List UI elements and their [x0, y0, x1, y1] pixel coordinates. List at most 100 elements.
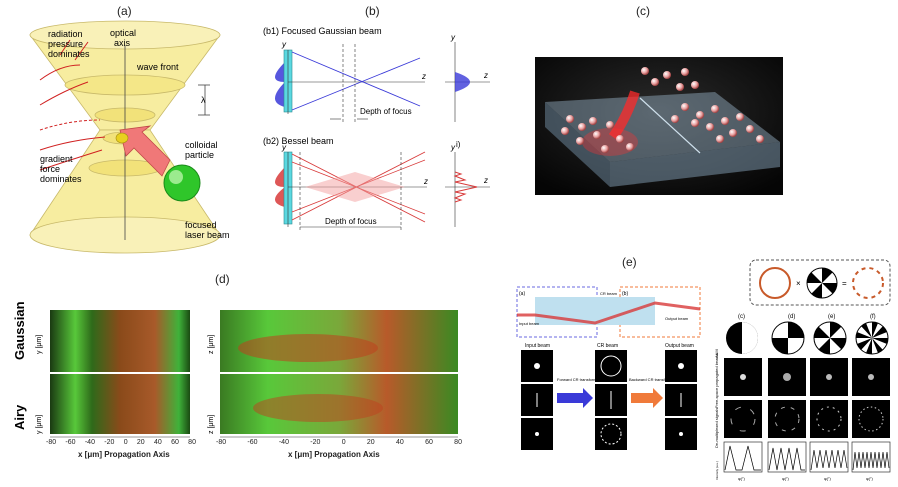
col-c: (c)	[738, 314, 745, 320]
row-label-airy: Airy	[12, 404, 27, 430]
radiation-arrow-3	[39, 119, 101, 131]
label-colloidal: colloidal	[185, 140, 218, 150]
d-x-tick: -80	[216, 439, 227, 446]
d-x-tick: 80	[188, 439, 196, 446]
cr-beam-label: CR beam	[597, 343, 618, 349]
label-wave-front: wave front	[136, 62, 179, 72]
ring-beam-icon	[759, 267, 791, 299]
forward-label: Forward CR transform	[557, 377, 597, 382]
d-yaxis-label-2: y [μm]	[36, 415, 43, 434]
output-beam-label: Output beam	[665, 343, 694, 349]
backward-label: Backward CR transform	[629, 377, 672, 382]
d-x-tick: 80	[454, 439, 462, 446]
bessel-overlap-region	[305, 172, 405, 202]
b2-profile-oscillation	[453, 171, 478, 203]
label-optical: optical	[110, 28, 136, 38]
gaussian-ray-2	[291, 57, 421, 111]
label-force: force	[40, 164, 60, 174]
b1-profile-z-label: z	[483, 71, 488, 80]
d-yaxis-label-1: y [μm]	[36, 335, 43, 354]
microfluidic-chip-front	[610, 142, 780, 187]
result-ring-icon	[852, 267, 884, 299]
panel-d-tag: (d)	[215, 272, 230, 286]
d-x-tick: 0	[341, 439, 346, 446]
demux-d	[768, 400, 806, 438]
row-demux: De-multiplexed signals	[714, 408, 719, 448]
d-x-tick: 20	[136, 439, 145, 446]
microfluidic-chip-top	[545, 92, 780, 162]
forward-arrow	[557, 388, 593, 408]
label-lambda: λ	[201, 95, 206, 105]
radiation-arrow-4	[59, 39, 71, 56]
panel-e-cr-transform: (a) (b) Input beam CR beam Output beam I…	[516, 286, 701, 450]
panel-c-tag: (c)	[636, 4, 650, 18]
d-x-tick: -80	[46, 439, 57, 446]
b1-profile-peak	[455, 72, 470, 92]
label-pressure: pressure	[48, 39, 83, 49]
row-free: Free-space propagated beams	[714, 353, 719, 408]
panel-c-render-image	[535, 57, 783, 195]
svg-text:×: ×	[796, 279, 801, 288]
panel-d-microscopy: Gaussian Airy y [μm] y [μm] z [μm] z [μm…	[8, 290, 468, 470]
demux-c	[724, 400, 762, 438]
demux-e	[810, 400, 848, 438]
gaussian-ray-1	[291, 51, 421, 107]
colloidal-particle-sphere	[163, 164, 201, 202]
b1-z-axis-label: z	[421, 72, 426, 81]
col-e: (e)	[828, 314, 835, 320]
label-axis: axis	[114, 38, 131, 48]
col-d: (d)	[788, 314, 795, 320]
aam-mask-icon	[806, 267, 838, 299]
label-gradient: gradient	[40, 154, 73, 164]
d-x-tick: 40	[395, 439, 404, 446]
panel-a-tag: (a)	[117, 4, 132, 18]
cr-beam-image-3	[595, 418, 627, 450]
cr-beam-label-top: CR beam	[600, 291, 618, 296]
panel-b-tag: (b)	[365, 4, 380, 18]
d-x-tick: -20	[104, 439, 115, 446]
b1-title: (b1) Focused Gaussian beam	[263, 26, 382, 36]
panel-a-optical-trap-diagram: radiation pressure dominates optical axi…	[29, 20, 230, 254]
bessel-profile	[275, 167, 285, 207]
cr-beam-image-1	[595, 350, 627, 382]
svg-text:=: =	[842, 279, 847, 288]
d-x-tick: -40	[278, 439, 289, 446]
sub-a: (a)	[519, 291, 525, 297]
intensity-plots	[723, 441, 891, 473]
particles-cluster	[561, 67, 764, 153]
d-x-tick: -60	[247, 439, 258, 446]
d-x-tick: -60	[65, 439, 76, 446]
d-x-tick: 20	[366, 439, 375, 446]
beam-path	[517, 301, 701, 325]
input-beam-label: Input beam	[525, 343, 550, 349]
row-label-gaussian: Gaussian	[12, 301, 27, 360]
b2-title: (b2) Bessel beam	[263, 136, 334, 146]
laser-beam-red	[608, 90, 640, 140]
panel-b-beam-diagrams: (b1) Focused Gaussian beam y z Depth of …	[263, 26, 490, 232]
d-x-tick: 60	[171, 439, 179, 446]
b-i-label: i)	[456, 140, 461, 149]
radiation-arrow-1	[39, 64, 81, 81]
d-x-tick: -20	[310, 439, 321, 446]
gradient-arrow-1	[39, 136, 106, 151]
b1-profile-y-label: y	[450, 33, 456, 42]
d-zaxis-label-2: z [μm]	[208, 415, 215, 434]
airy-xy-image	[50, 374, 190, 434]
radiation-arrow-2	[39, 81, 89, 106]
output-beam-label-top: Output beam	[665, 316, 689, 321]
label-radiation: radiation	[48, 29, 83, 39]
gaussian-profile	[275, 62, 285, 107]
backward-arrow	[631, 388, 663, 408]
trapped-particle	[115, 132, 129, 144]
b1-dof-label: Depth of focus	[360, 107, 412, 116]
b1-y-axis-label: y	[281, 40, 287, 49]
aam-masks-row	[726, 321, 889, 355]
gaussian-xy-image	[50, 310, 190, 372]
gradient-arrow-2	[39, 149, 103, 171]
input-beam-label-top: Input beam	[519, 321, 540, 326]
b2-y-axis-label: y	[281, 143, 287, 152]
phi-label-c: φ(°)	[738, 476, 746, 481]
row-aam: AAM	[714, 349, 719, 358]
